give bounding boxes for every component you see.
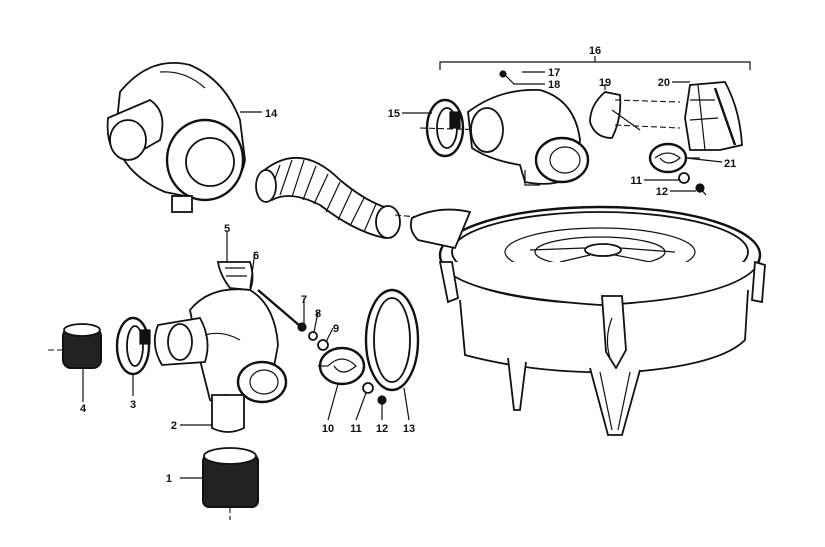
label-part-6: 6 <box>253 250 259 262</box>
label-part-2: 2 <box>171 420 177 432</box>
label-part-21: 21 <box>724 158 736 170</box>
group-16-bracket <box>439 56 751 70</box>
part-4-filter-sleeve <box>48 323 102 369</box>
label-part-7: 7 <box>301 294 307 306</box>
label-part-14: 14 <box>265 108 278 120</box>
part-11-12-top-fasteners <box>678 172 707 196</box>
label-part-8: 8 <box>315 308 321 320</box>
part-10-thermostat-spring <box>318 346 366 386</box>
part-11-12-lower-fasteners <box>362 382 387 405</box>
part-7-8-9-rod-and-washers <box>257 289 329 351</box>
part-3-hose-clamp <box>115 316 151 376</box>
part-labels: 1 2 3 4 5 6 7 8 9 10 11 12 13 14 15 16 1… <box>80 45 736 485</box>
label-part-17: 17 <box>548 67 560 79</box>
label-part-11-lower: 11 <box>350 423 362 435</box>
label-part-13: 13 <box>403 423 415 435</box>
label-part-19: 19 <box>599 77 611 89</box>
label-part-12-lower: 12 <box>376 423 388 435</box>
part-17-screw <box>499 70 515 85</box>
label-part-10: 10 <box>322 423 334 435</box>
corrugated-hose <box>255 157 431 240</box>
label-part-15: 15 <box>388 108 400 120</box>
label-part-9: 9 <box>333 323 339 335</box>
part-5-hose-bracket <box>216 261 254 291</box>
leader-lines <box>82 71 723 479</box>
part-18-thermostatic-valve-body <box>467 88 590 186</box>
part-13-sealing-ring <box>364 288 420 392</box>
label-part-5: 5 <box>224 223 230 235</box>
part-1-filter-sleeve <box>202 447 259 520</box>
air-cleaner-body <box>409 205 766 436</box>
label-part-16: 16 <box>589 45 601 57</box>
part-20-mounting-bracket <box>684 81 743 151</box>
part-6-valve-body <box>153 288 288 433</box>
label-part-18: 18 <box>548 79 560 91</box>
part-19-flap <box>589 91 681 139</box>
label-part-11-upper: 11 <box>630 175 642 187</box>
label-part-4: 4 <box>80 403 87 415</box>
label-part-12-upper: 12 <box>656 186 668 198</box>
label-part-1: 1 <box>166 473 172 485</box>
label-part-3: 3 <box>130 399 136 411</box>
part-15-hose-clamp <box>419 98 491 158</box>
part-14-preheater-housing <box>106 61 246 213</box>
label-part-20: 20 <box>658 77 670 89</box>
